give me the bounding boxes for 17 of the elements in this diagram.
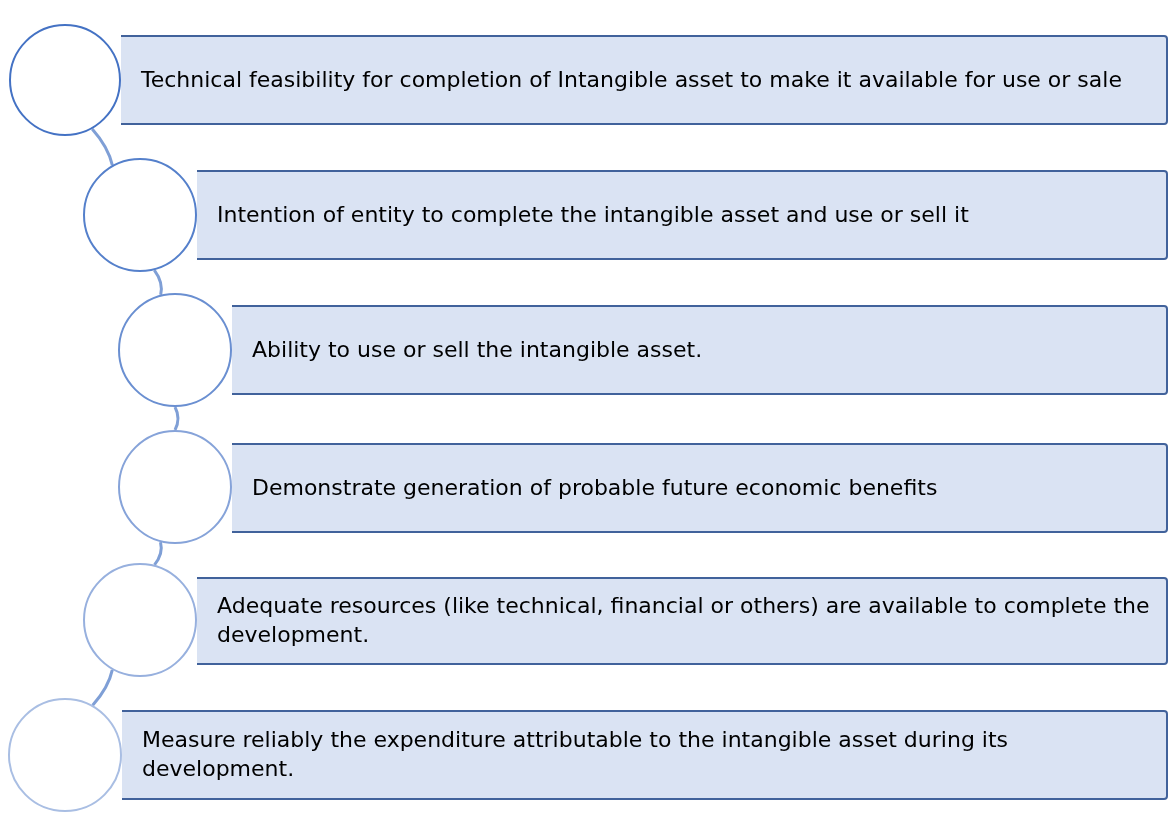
item-text: Adequate resources (like technical, financial or others) are available to complete the development.: [217, 592, 1151, 649]
connector-line: [173, 406, 180, 431]
item-text: Ability to use or sell the intangible asset.: [252, 335, 704, 364]
connector-line: [153, 269, 163, 296]
item-text: Demonstrate generation of probable future economic benefits: [252, 473, 939, 502]
connector-line: [153, 541, 163, 566]
list-bar: [232, 305, 1168, 395]
connector-line: [91, 669, 114, 707]
item-text: Intention of entity to complete the intangible asset and use or sell it: [217, 200, 970, 229]
item-text: Technical feasibility for completion of Intangible asset to make it available for use or sale: [141, 65, 1123, 94]
list-bar: [197, 170, 1168, 260]
list-bar: [121, 35, 1168, 125]
list-bar: [122, 710, 1168, 800]
connector-line: [91, 127, 114, 166]
list-bar: [232, 443, 1168, 533]
item-text: Measure reliably the expenditure attributable to the intangible asset during its development.: [142, 726, 1010, 783]
list-bar: [197, 577, 1168, 665]
